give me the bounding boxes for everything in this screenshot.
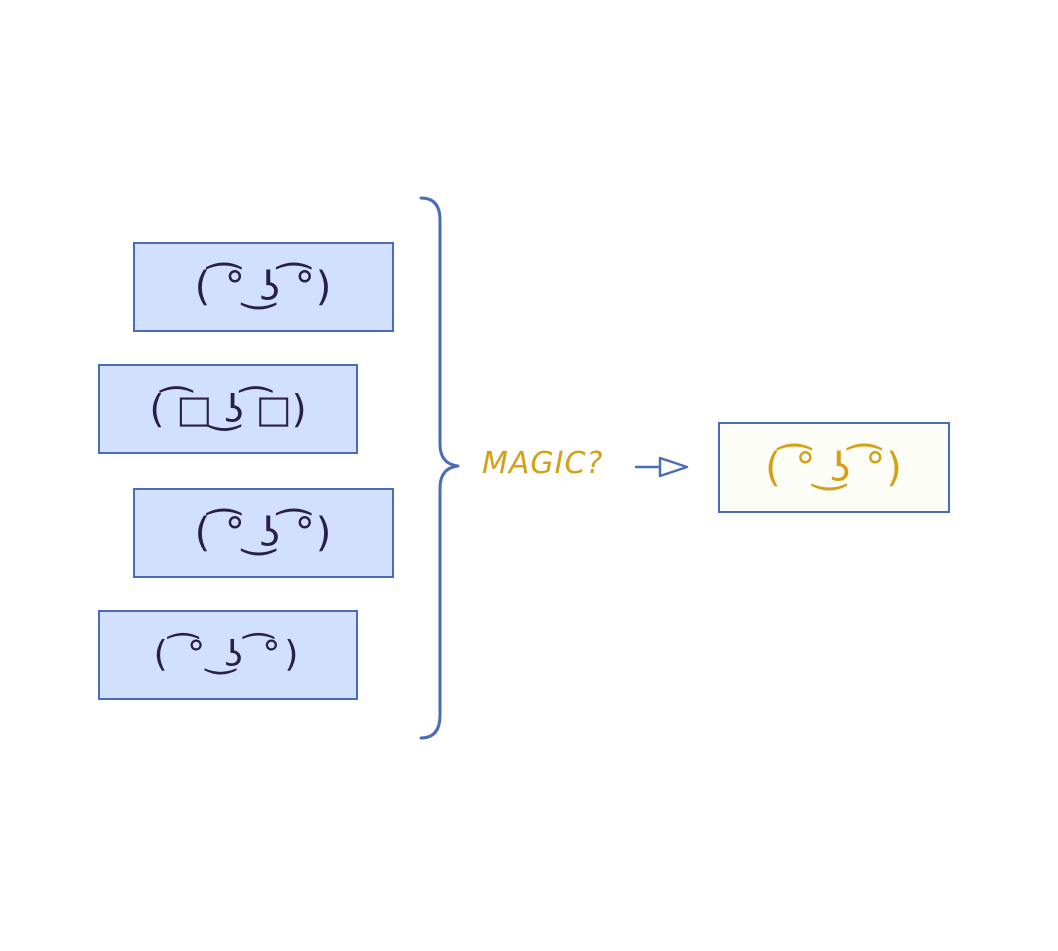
input-face-3: ( ͡° ͜ʖ ͡°) <box>194 510 333 556</box>
right-curly-brace-icon <box>419 196 460 740</box>
right-arrow-icon <box>634 456 689 478</box>
output-face: ( ͡° ͜ʖ ͡°) <box>765 444 903 491</box>
input-face-box-2: ( ͡□ ͜ʖ ͡□) <box>98 364 358 454</box>
input-face-1: ( ͡° ͜ʖ ͡°) <box>194 264 333 310</box>
input-face-box-3: ( ͡° ͜ʖ ͡°) <box>133 488 394 578</box>
input-face-2: ( ͡□ ͜ʖ ͡□) <box>149 387 307 431</box>
input-face-box-4: ( ͡° ͜ʖ ͡°) <box>98 610 358 700</box>
input-face-4: ( ͡° ͜ʖ ͡°) <box>153 634 303 675</box>
magic-label: MAGIC? <box>482 446 604 481</box>
input-face-box-1: ( ͡° ͜ʖ ͡°) <box>133 242 394 332</box>
output-face-box: ( ͡° ͜ʖ ͡°) <box>718 422 950 513</box>
